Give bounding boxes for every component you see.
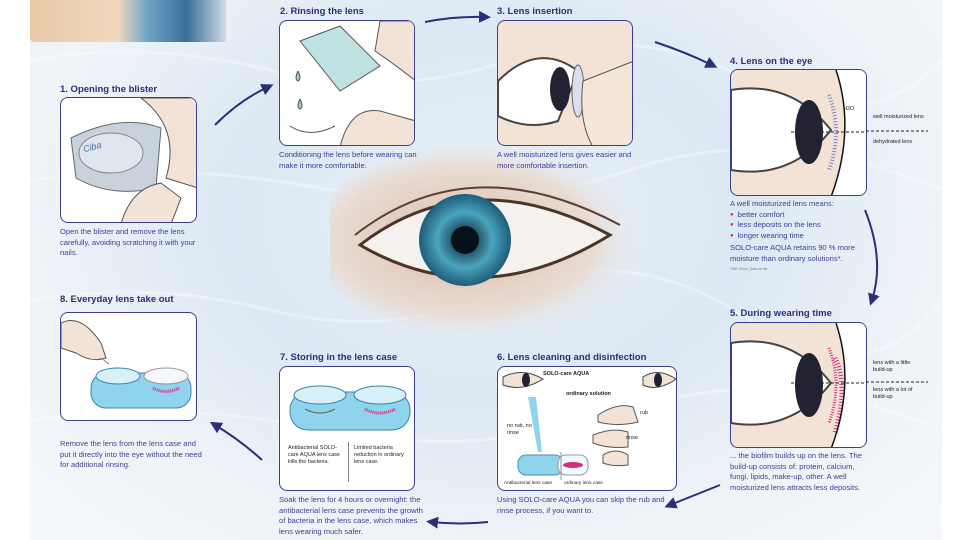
lens-take-out-icon (61, 320, 192, 409)
arrow-1-to-2 (214, 84, 274, 126)
step-8-title: 8. Everyday lens take out (60, 294, 174, 305)
step-8-illustration (60, 312, 197, 421)
step-5-illustration (730, 322, 867, 448)
lens-on-eye-icon (731, 70, 866, 195)
arrow-4-to-5 (864, 209, 880, 306)
h2o-label: H2O (843, 106, 855, 112)
blister-hand-icon (70, 98, 196, 222)
step-7-illustration: Antibacterial SOLO-care AQUA lens case k… (279, 366, 415, 491)
little-buildup-label: lens with a little build-up (873, 360, 911, 373)
rinsing-bottle-icon (289, 21, 414, 145)
bullet-item: less deposits on the lens (730, 220, 890, 231)
arrow-3-to-4 (654, 41, 718, 68)
solo-care-aqua-label: SOLO-care AQUA (543, 371, 590, 377)
step-2-title: 2. Rinsing the lens (280, 6, 364, 17)
step-4-illustration: H2O (730, 69, 867, 196)
step-4-title: 4. Lens on the eye (730, 56, 813, 67)
step-4-text: SOLO-care AQUA retains 90 % more moistur… (730, 243, 855, 263)
antibacterial-case-label: Antibacterial lens case (504, 481, 552, 486)
divider (348, 442, 349, 482)
ordinary-case-label: ordinary lens case (564, 481, 603, 486)
step-4-intro: A well moisturized lens means: (730, 199, 834, 208)
step-4-text-block: A well moisturized lens means: better co… (730, 199, 890, 271)
step-7-title: 7. Storing in the lens case (280, 352, 398, 363)
bullet-item: better comfort (730, 210, 890, 221)
step-1-text: Open the blister and remove the lens car… (60, 227, 196, 257)
step-1-illustration: Ciba (60, 97, 197, 223)
step-1-title: 1. Opening the blister (60, 84, 158, 95)
no-rub-no-rinse-label: no rub, no rinse (507, 423, 532, 436)
bullet-item: longer wearing time (730, 231, 890, 242)
arrow-2-to-3 (424, 10, 491, 23)
footnote: *GfK Vision, Data on file (730, 267, 768, 271)
step-2-text: Conditioning the lens before wearing can… (279, 150, 417, 170)
antibacterial-case-text: Antibacterial SOLO-care AQUA lens case k… (288, 445, 340, 465)
lens-case-icon (289, 385, 411, 431)
arrow-7-to-8 (209, 421, 263, 461)
ordinary-case-text: Limited bacteria reduction in ordinary l… (354, 445, 404, 465)
arrow-6-to-7 (426, 516, 489, 529)
well-moisturized-lens-label: well moisturized lens (873, 114, 924, 120)
biofilm-eye-icon (731, 323, 866, 447)
cleaning-process-icon (502, 372, 676, 480)
step-5-text: ... the biofilm builds up on the lens. T… (730, 451, 862, 492)
step-5-title: 5. During wearing time (730, 308, 832, 319)
dehydrated-lens-label: dehydrated lens (873, 139, 913, 145)
ordinary-solution-label: ordinary solution (566, 391, 611, 397)
divider-dashed-line (866, 381, 928, 383)
step-2-illustration (279, 20, 415, 146)
step-3-illustration (497, 20, 633, 146)
divider-dashed-line (866, 130, 928, 132)
rub-label: rub (640, 410, 648, 416)
step-6-text: Using SOLO-care AQUA you can skip the ru… (497, 495, 665, 515)
product-photo (30, 0, 226, 42)
step-3-title: 3. Lens insertion (497, 6, 573, 17)
lot-buildup-label: lens with a lot of build-up (873, 387, 913, 400)
rinse-label: rinse (626, 435, 638, 441)
step-6-illustration: SOLO-care AQUA ordinary solution no rub,… (497, 366, 677, 491)
lens-insertion-icon (498, 57, 632, 145)
arrow-5-to-6 (664, 484, 721, 509)
step-6-title: 6. Lens cleaning and disinfection (497, 352, 647, 363)
step-8-text: Remove the lens from the lens case and p… (60, 439, 202, 469)
center-eye-image (330, 145, 650, 335)
step-3-text: A well moisturized lens gives easier and… (497, 150, 632, 170)
step-7-text: Soak the lens for 4 hours or overnight: … (279, 495, 423, 536)
